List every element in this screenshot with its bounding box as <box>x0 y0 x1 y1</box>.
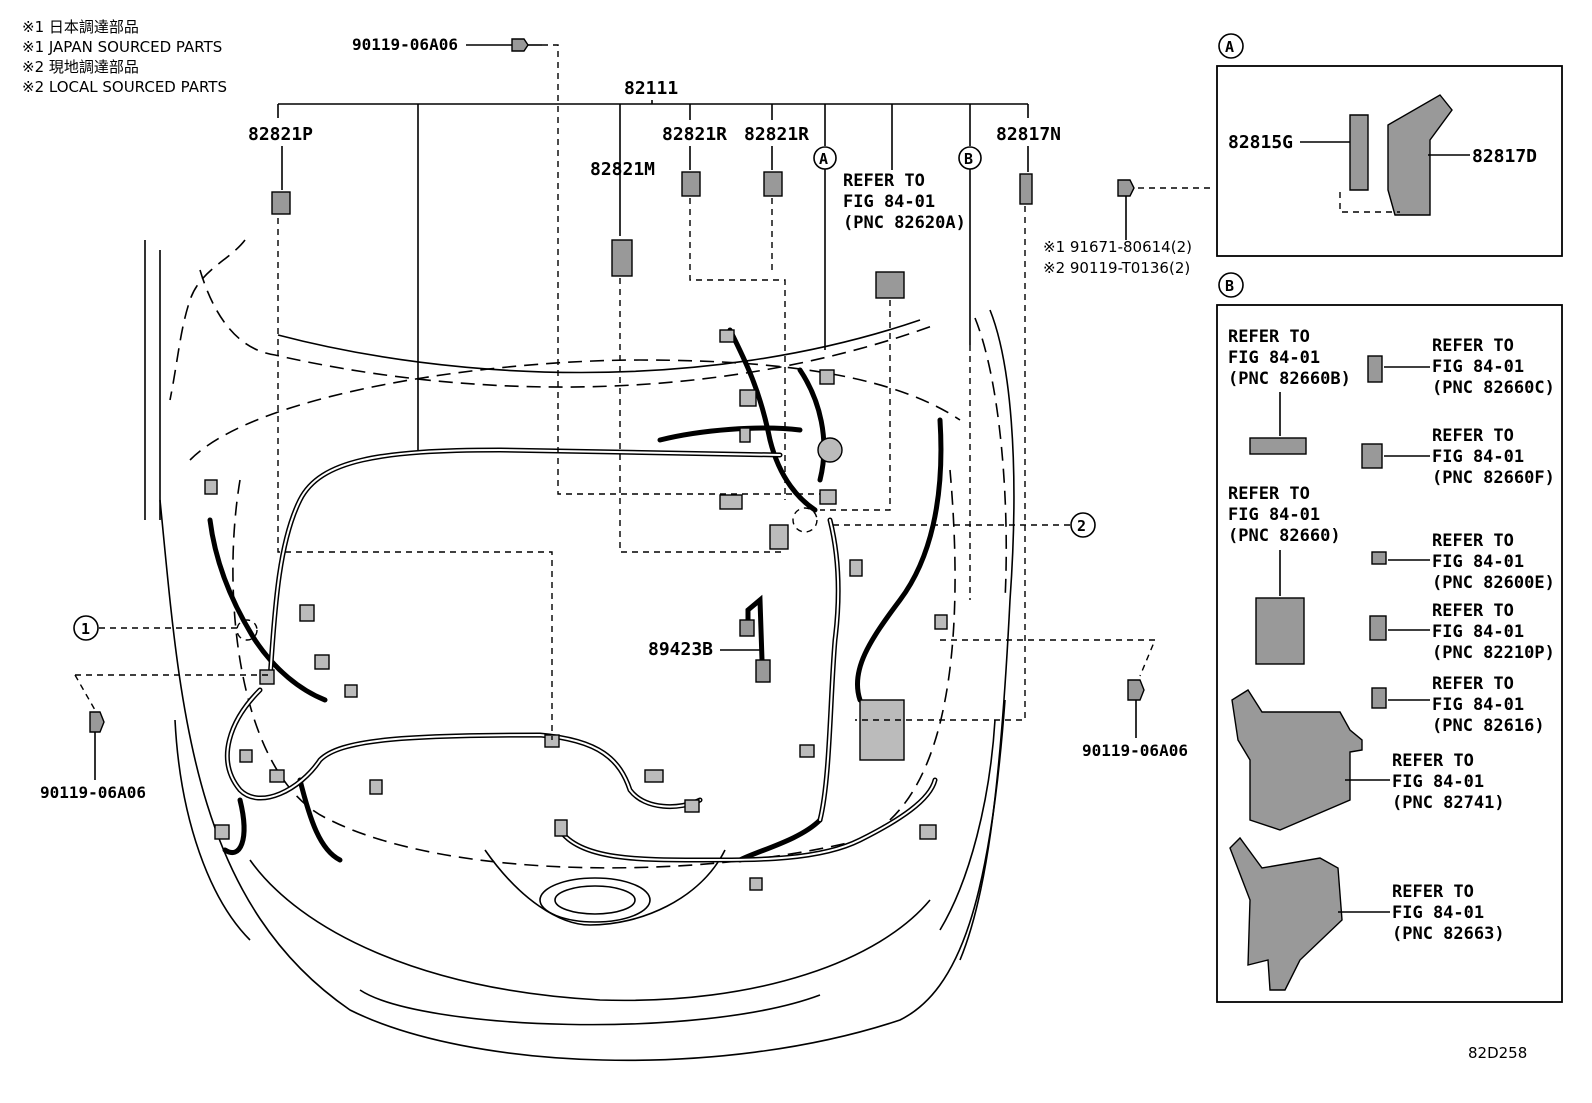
svg-text:A: A <box>819 150 828 168</box>
fuse-82210P <box>1369 615 1387 641</box>
fuse-82600E <box>1371 551 1387 565</box>
connector-82821R-2 <box>763 171 783 197</box>
bolt-right-icon <box>1127 679 1145 701</box>
label-bolt-top: 90119-06A06 <box>352 35 458 54</box>
marker-2 <box>1070 512 1096 538</box>
svg-text:A: A <box>1225 38 1234 56</box>
ref-82600E-l1: REFER TO <box>1432 531 1514 551</box>
refer-620A-line2: FIG 84-01 <box>843 192 935 212</box>
ref-82660C-l2: FIG 84-01 <box>1432 357 1524 377</box>
ref-82660F-l3: (PNC 82660F) <box>1432 468 1555 488</box>
bracket-82817N <box>1019 173 1033 205</box>
ref-82741-l3: (PNC 82741) <box>1392 793 1505 813</box>
vehicle-outline <box>144 239 1015 1062</box>
svg-text:B: B <box>964 150 973 168</box>
svg-text:1: 1 <box>81 620 90 638</box>
ref-82660B-l3: (PNC 82660B) <box>1228 369 1351 389</box>
ref-82210P-l3: (PNC 82210P) <box>1432 643 1555 663</box>
ref-82600E-l3: (PNC 82600E) <box>1432 573 1555 593</box>
relay-82660B <box>1249 437 1307 455</box>
ref-82616-l2: FIG 84-01 <box>1432 695 1524 715</box>
bracket-82817D <box>1387 94 1453 216</box>
ref-82660C-l3: (PNC 82660C) <box>1432 378 1555 398</box>
refer-620A-line3: (PNC 82620A) <box>843 213 966 233</box>
label-bolt-a2: ※2 90119-T0136(2) <box>1043 259 1190 277</box>
note-japan-jp: ※1 日本調達部品 <box>22 18 139 36</box>
connector-82821M <box>611 239 633 277</box>
relay-82660F <box>1361 443 1383 469</box>
label-82111: 82111 <box>624 78 678 99</box>
ref-82210P-l1: REFER TO <box>1432 601 1514 621</box>
relay-block-82741 <box>1231 689 1363 831</box>
sourcing-notes: ※1 日本調達部品 ※1 JAPAN SOURCED PARTS ※2 現地調達… <box>22 18 227 96</box>
connector-82821R-1 <box>681 171 701 197</box>
label-82815G: 82815G <box>1228 132 1293 153</box>
ref-82616-l1: REFER TO <box>1432 674 1514 694</box>
ref-82660C-l1: REFER TO <box>1432 336 1514 356</box>
ref-82741-l2: FIG 84-01 <box>1392 772 1484 792</box>
marker-1 <box>73 615 99 641</box>
inset-B: B REFER TO FIG 84-01 (PNC 82660B) REFER … <box>1216 272 1563 1003</box>
ref-82660-l3: (PNC 82660) <box>1228 526 1341 546</box>
bolt-icon <box>511 38 529 52</box>
ref-82210P-l2: FIG 84-01 <box>1432 622 1524 642</box>
connector-82620A <box>875 271 905 299</box>
relay-82660 <box>1255 597 1305 665</box>
label-82821P: 82821P <box>248 124 313 145</box>
ref-82660F-l1: REFER TO <box>1432 426 1514 446</box>
bolt-a-icon <box>1117 179 1135 197</box>
bolt-left-icon <box>89 711 105 733</box>
note-local-jp: ※2 現地調達部品 <box>22 58 139 76</box>
svg-text:2: 2 <box>1077 517 1086 535</box>
label-bolt-a1: ※1 91671-80614(2) <box>1043 238 1192 256</box>
ref-82663-l2: FIG 84-01 <box>1392 903 1484 923</box>
sensor-89423B <box>739 619 755 637</box>
cover-82663 <box>1229 836 1343 991</box>
label-82817N: 82817N <box>996 124 1061 145</box>
note-local-en: ※2 LOCAL SOURCED PARTS <box>22 78 227 96</box>
ref-82660-l1: REFER TO <box>1228 484 1310 504</box>
ref-82600E-l2: FIG 84-01 <box>1432 552 1524 572</box>
ref-82663-l1: REFER TO <box>1392 882 1474 902</box>
engine-wire-harness <box>204 327 948 891</box>
label-bolt-left: 90119-06A06 <box>40 783 146 802</box>
callouts: 90119-06A06 82111 82821P 82821M 82821R 8… <box>40 35 1215 802</box>
label-bolt-right: 90119-06A06 <box>1082 741 1188 760</box>
ref-82660B-l2: FIG 84-01 <box>1228 348 1320 368</box>
ref-82616-l3: (PNC 82616) <box>1432 716 1545 736</box>
ref-82660F-l2: FIG 84-01 <box>1432 447 1524 467</box>
ref-82660B-l1: REFER TO <box>1228 327 1310 347</box>
note-japan-en: ※1 JAPAN SOURCED PARTS <box>22 38 222 56</box>
fuse-82616 <box>1371 687 1387 709</box>
ref-82741-l1: REFER TO <box>1392 751 1474 771</box>
inset-A: A 82815G 82817D <box>1216 33 1563 257</box>
ref-82663-l3: (PNC 82663) <box>1392 924 1505 944</box>
ref-82660-l2: FIG 84-01 <box>1228 505 1320 525</box>
figure-code: 82D258 <box>1468 1044 1527 1062</box>
label-82817D: 82817D <box>1472 146 1537 167</box>
inset-A-marker <box>1218 33 1244 59</box>
refer-620A-line1: REFER TO <box>843 171 925 191</box>
label-82821M: 82821M <box>590 159 655 180</box>
bracket-82815G <box>1349 114 1369 191</box>
label-89423B: 89423B <box>648 639 713 660</box>
label-82821R-2: 82821R <box>744 124 809 145</box>
relay-82660C <box>1367 355 1383 383</box>
connector-82821P <box>271 191 291 215</box>
inset-B-marker <box>1218 272 1244 298</box>
svg-text:B: B <box>1225 277 1234 295</box>
label-82821R-1: 82821R <box>662 124 727 145</box>
